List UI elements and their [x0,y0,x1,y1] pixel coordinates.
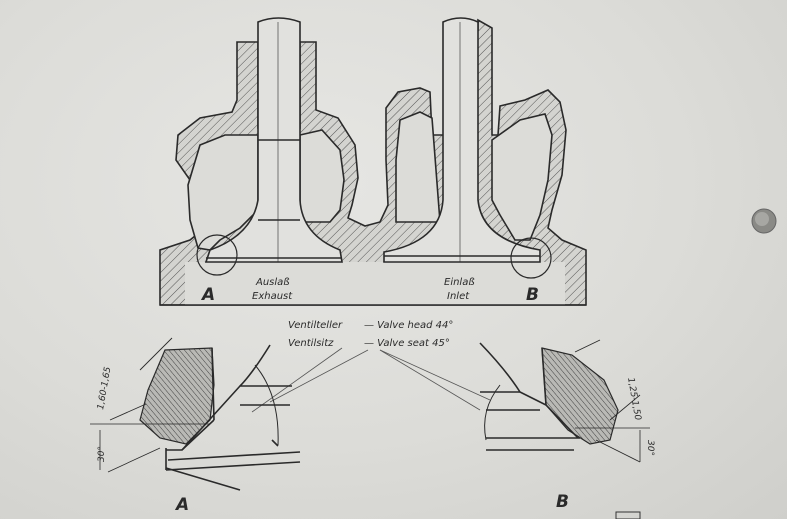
detail-a [90,337,301,491]
valve-head-label-en: — Valve head 44° [364,320,453,331]
valve-seat-label-en: — Valve seat 45° [364,338,450,349]
marker-b-bottom: B [556,492,569,512]
detail-circle-b [510,237,552,279]
inlet-label-en: Inlet [447,291,470,302]
inlet-port-right [491,113,553,241]
inlet-label-de: Einlaß [444,277,475,288]
detail-b-seat-hatch [541,347,619,445]
detail-b [479,339,650,463]
exhaust-valve [204,17,343,263]
page-stamp [615,511,641,519]
inlet-valve [383,17,541,263]
valve-head-label-de: Ventilteller [288,320,343,331]
inlet-port-left [395,111,441,223]
leader-lines [251,347,491,413]
detail-a-angle-dim: 30° [97,446,107,462]
exhaust-label-en: Exhaust [252,291,293,302]
detail-circle-a [196,234,238,276]
marker-b-top: B [526,285,539,305]
exhaust-port [187,134,259,251]
detail-a-width-dim: 1,60-1,65 [96,366,113,411]
detail-b-angle-dim: 30° [645,440,655,456]
marker-a-top: A [200,285,215,305]
exhaust-label-de: Auslaß [255,277,290,288]
marker-a-bottom: A [174,495,189,515]
valve-seat-label-de: Ventilsitz [288,338,334,349]
detail-b-width-dim: 1,25-1,50 [625,377,642,422]
combustion-chamber [185,262,565,305]
